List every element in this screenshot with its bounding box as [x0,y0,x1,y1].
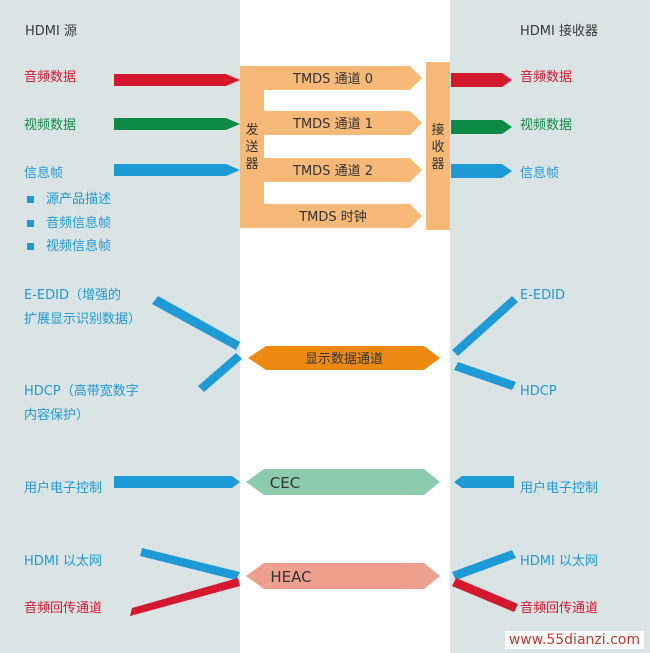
sink-infoframe-label: 信息帧 [520,166,560,181]
bullet-icon [27,220,34,227]
source-edid-label-line2: 扩展显示识别数据） [24,312,142,327]
edid-left-connector [152,296,240,350]
source-cec-label: 用户电子控制 [24,481,103,496]
infoframe-out-arrow [451,164,512,178]
sink-audio-label: 音频数据 [520,70,573,85]
tmds-channel-2-label: TMDS 通道 2 [292,164,373,179]
hdcp-left-connector [198,353,242,392]
cec-channel [246,469,440,495]
watermark: www.55dianzi.com [504,631,644,649]
tmds-clock-label: TMDS 时钟 [298,209,367,225]
source-audio-label: 音频数据 [24,70,77,85]
source-edid-label-line1: E-EDID（增强的 [24,288,121,303]
sink-cec-label: 用户电子控制 [520,481,599,496]
infoframe-sub-item: 源产品描述 [46,192,112,207]
cec-left-arrow [114,476,240,488]
source-ethernet-label: HDMI 以太网 [24,554,102,569]
source-title: HDMI 源 [25,24,77,39]
transmitter-block [240,66,422,228]
source-hdcp-label-line1: HDCP（高带宽数字 [24,384,139,399]
cec-right-arrow [454,476,514,488]
sink-edid-label: E-EDID [520,288,565,303]
sink-ethernet-label: HDMI 以太网 [520,554,598,569]
cec-label: CEC [270,474,300,492]
arc-left-connector [130,578,240,616]
heac-label: HEAC [270,568,311,586]
infoframe-sub-item: 视频信息帧 [46,239,112,254]
arc-right-connector [452,578,518,612]
ethernet-right-connector [452,550,516,580]
ethernet-left-connector [140,548,240,580]
sink-video-label: 视频数据 [520,118,573,133]
receiver-label: 接收器 [431,123,445,172]
infoframe-in-arrow [114,164,240,176]
hdcp-right-connector [454,362,516,390]
ddc-channel [248,346,440,370]
source-infoframe-label: 信息帧 [24,166,64,181]
source-arc-label: 音频回传通道 [24,601,103,616]
sink-hdcp-label: HDCP [520,384,557,399]
bullet-icon [27,243,34,250]
source-video-label: 视频数据 [24,118,77,133]
tmds-channel-0-label: TMDS 通道 0 [292,72,373,87]
tmds-channel-1-label: TMDS 通道 1 [292,117,373,132]
bullet-icon [27,196,34,203]
sink-title: HDMI 接收器 [520,24,598,39]
receiver-block [426,62,450,230]
source-hdcp-label-line2: 内容保护） [24,408,90,423]
edid-right-connector [452,296,518,356]
audio-in-arrow [114,74,240,86]
video-out-arrow [451,120,512,134]
transmitter-label: 发送器 [245,123,259,172]
audio-out-arrow [451,73,512,87]
sink-arc-label: 音频回传通道 [520,601,599,616]
infoframe-sub-item: 音频信息帧 [46,216,112,231]
video-in-arrow [114,118,240,130]
heac-channel [246,563,440,589]
ddc-label: 显示数据通道 [305,352,383,367]
